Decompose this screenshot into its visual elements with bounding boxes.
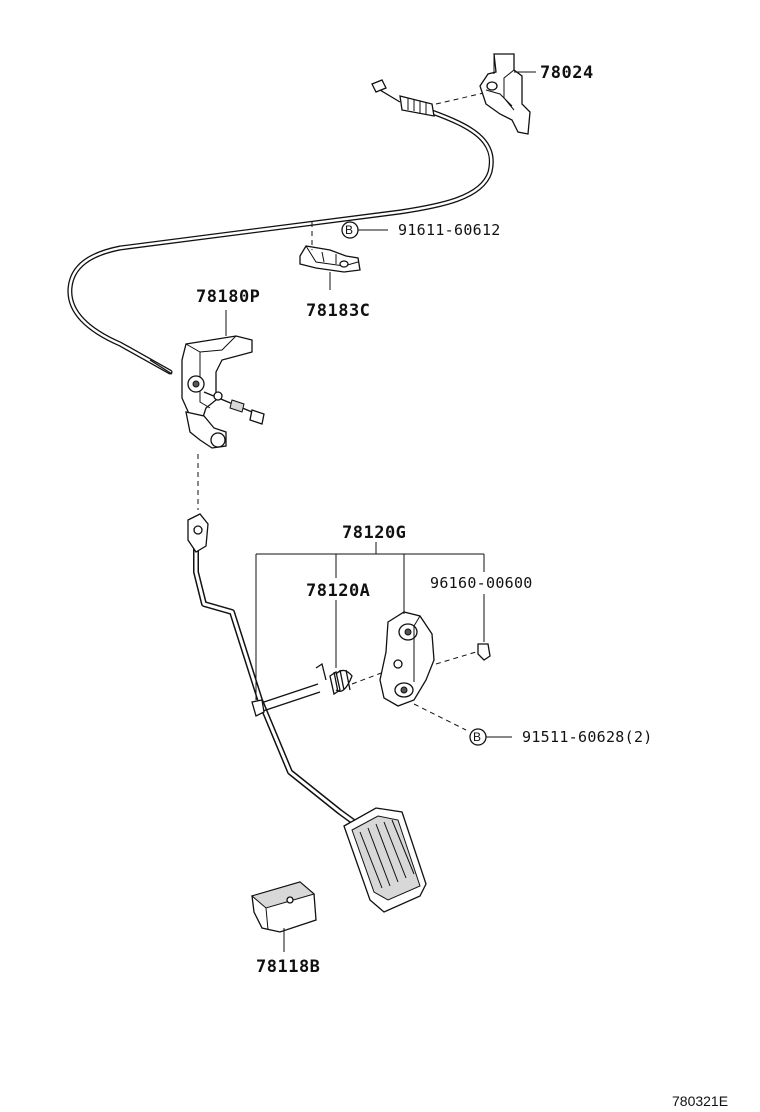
pedal-arm	[187, 513, 365, 831]
label-78180p: 78180P	[196, 287, 260, 307]
label-78118b: 78118B	[256, 957, 320, 977]
stopper-78118b	[250, 881, 317, 933]
label-96160-00600: 96160-00600	[430, 574, 533, 592]
accelerator-cable	[67, 79, 494, 375]
bracket-78180p	[181, 335, 265, 449]
leader-dashed	[435, 91, 489, 105]
label-bracket-78120g	[255, 542, 485, 700]
pedal-housing	[379, 611, 435, 707]
leader-dashed	[351, 671, 385, 685]
bracket-78024	[479, 53, 531, 135]
label-78120a: 78120A	[306, 581, 370, 601]
label-78120g: 78120G	[342, 523, 406, 543]
label-91611-60612: 91611-60612	[398, 221, 501, 239]
pedal-pad	[343, 807, 427, 913]
label-78024: 78024	[540, 63, 594, 83]
label-78183c: 78183C	[306, 301, 370, 321]
clip-96160	[477, 643, 491, 661]
bolt-marker-upper: B	[341, 221, 359, 239]
pivot-bolt	[251, 683, 321, 717]
label-91511-60628: 91511-60628(2)	[522, 728, 653, 746]
svg-text:B: B	[345, 223, 353, 237]
clamp-78183c	[299, 245, 361, 273]
leader-dashed	[435, 651, 477, 665]
bolt-marker-lower: B	[469, 728, 487, 746]
diagram-id: 780321E	[672, 1093, 728, 1109]
svg-text:B: B	[473, 730, 481, 744]
leader-dashed	[413, 703, 467, 731]
return-spring	[315, 662, 353, 696]
